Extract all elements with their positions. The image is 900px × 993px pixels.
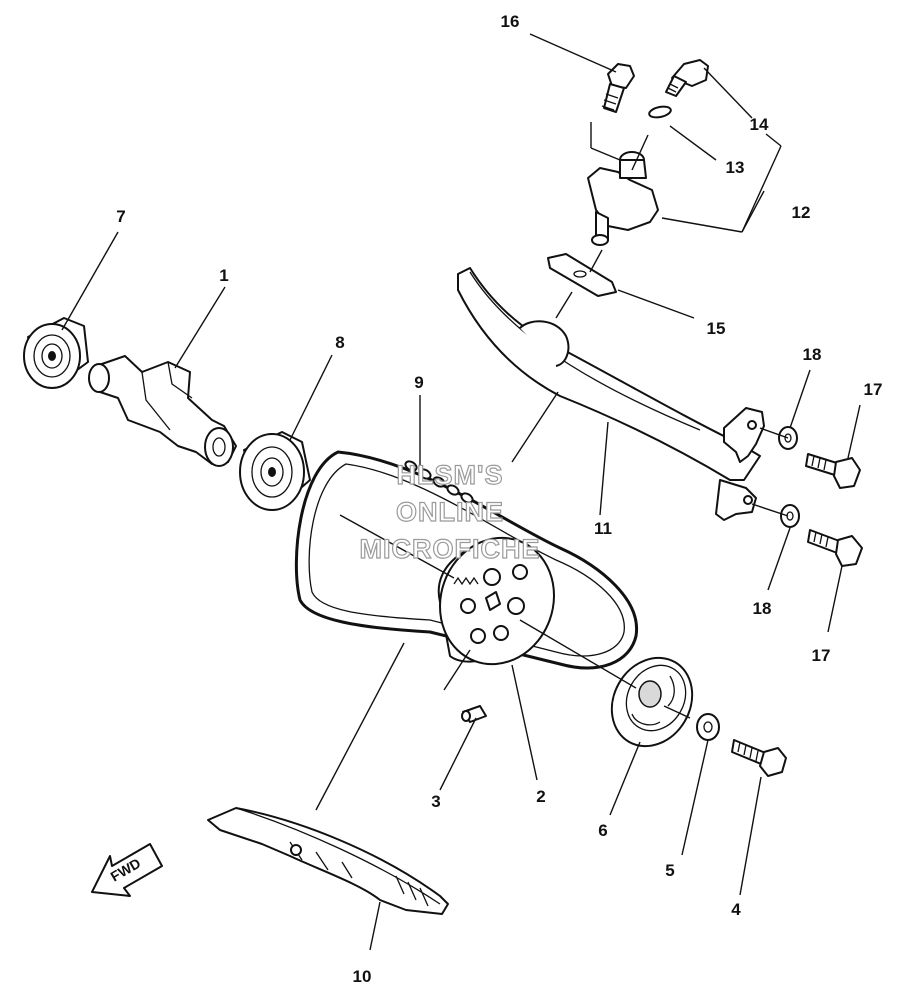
- callout-7: 7: [116, 207, 125, 226]
- bearing-left[interactable]: [23, 317, 89, 389]
- bolt-17-top[interactable]: [805, 453, 861, 489]
- decompressor-plate[interactable]: [596, 643, 708, 761]
- callout-10: 10: [353, 967, 372, 986]
- callout-6: 6: [598, 821, 607, 840]
- callout-11: 11: [594, 519, 612, 538]
- dowel-pin[interactable]: [461, 705, 487, 723]
- callout-17-top: 17: [864, 380, 883, 399]
- washer-18-bottom[interactable]: [780, 504, 800, 528]
- chain-tensioner[interactable]: [587, 151, 659, 246]
- callout-13: 13: [726, 158, 745, 177]
- watermark-line-3: MICROFICHE: [360, 534, 541, 564]
- callout-9: 9: [414, 373, 423, 392]
- leader-lines: [61, 33, 861, 951]
- cam-sprocket[interactable]: [422, 522, 571, 681]
- camshaft[interactable]: [88, 355, 237, 467]
- bearing-right[interactable]: [239, 431, 311, 511]
- chain-links[interactable]: [404, 460, 474, 505]
- tensioner-guide[interactable]: [457, 267, 765, 521]
- bolt-17-bottom[interactable]: [807, 529, 863, 567]
- callout-14: 14: [750, 115, 769, 134]
- callout-18-bottom: 18: [753, 599, 772, 618]
- bolt-14[interactable]: [665, 59, 709, 97]
- callout-3: 3: [431, 792, 440, 811]
- tensioner-gasket[interactable]: [547, 253, 617, 297]
- callout-15: 15: [707, 319, 726, 338]
- o-ring[interactable]: [648, 105, 672, 119]
- washer-5[interactable]: [696, 713, 720, 741]
- callout-4: 4: [731, 900, 741, 919]
- callout-16: 16: [501, 12, 520, 31]
- callout-labels: 1 2 3 4 5 6 7 8 9 10 11 12 13 14 15 16 1…: [116, 12, 882, 986]
- forward-direction-arrow: [91, 843, 163, 897]
- bolt-16[interactable]: [601, 63, 635, 113]
- callout-17-bottom: 17: [812, 646, 831, 665]
- callout-5: 5: [665, 861, 674, 880]
- watermark: HLSM'S ONLINE MICROFICHE: [359, 459, 541, 564]
- bolt-4[interactable]: [731, 739, 787, 777]
- callout-8: 8: [335, 333, 344, 352]
- callout-1: 1: [219, 266, 228, 285]
- watermark-line-1: HLSM'S: [397, 460, 504, 490]
- callout-2: 2: [536, 787, 545, 806]
- callout-12: 12: [792, 203, 811, 222]
- watermark-line-2: ONLINE: [396, 497, 504, 527]
- chain-guide[interactable]: [207, 807, 449, 915]
- callout-18-top: 18: [803, 345, 822, 364]
